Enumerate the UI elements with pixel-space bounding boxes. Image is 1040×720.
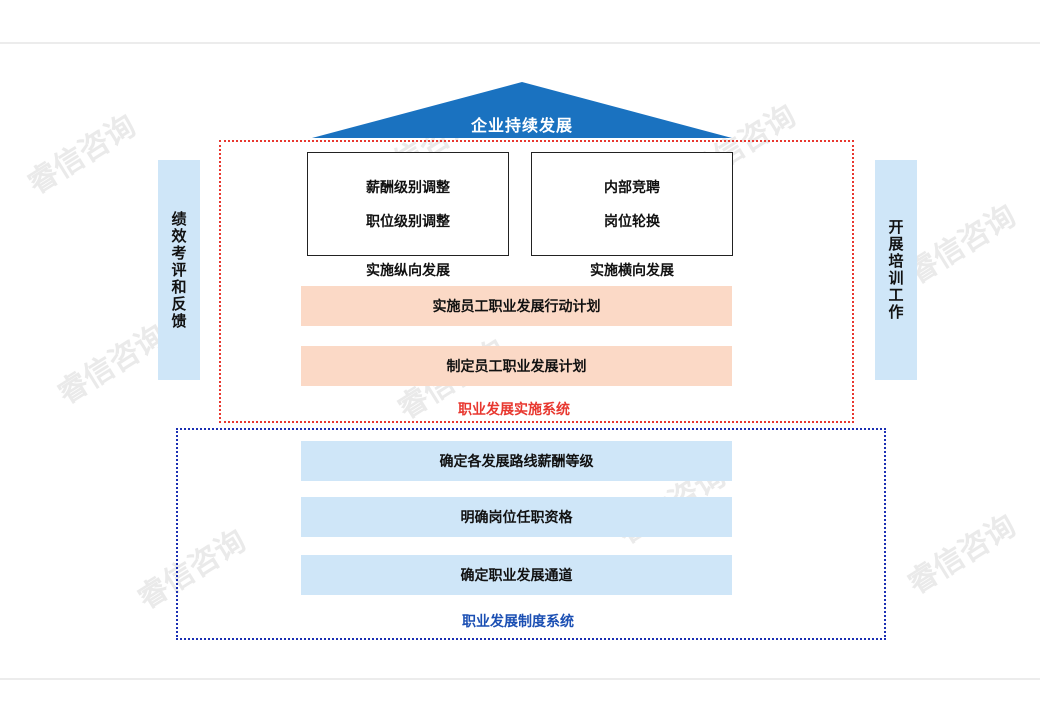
implementation-system-frame: [219, 140, 854, 423]
vertical-development-box: 薪酬级别调整 职位级别调整: [307, 152, 509, 256]
horizontal-development-caption: 实施横向发展: [590, 263, 674, 279]
career-channel-bar: 确定职业发展通道: [301, 555, 732, 595]
roof-shape: [312, 82, 732, 138]
horizontal-box-line2: 岗位轮换: [604, 214, 660, 230]
career-plan-bar: 制定员工职业发展计划: [301, 346, 732, 386]
salary-grade-bar: 确定各发展路线薪酬等级: [301, 441, 732, 481]
institution-system-frame: [176, 428, 886, 640]
watermark: 睿信咨询: [901, 508, 1023, 602]
action-plan-bar: 实施员工职业发展行动计划: [301, 286, 732, 326]
left-pillar-label: 绩效考评和反馈: [169, 210, 188, 330]
watermark: 睿信咨询: [21, 108, 143, 202]
roof-triangle: [312, 82, 732, 138]
horizontal-development-box: 内部竞聘 岗位轮换: [531, 152, 733, 256]
institution-system-label: 职业发展制度系统: [462, 614, 574, 630]
top-divider: [0, 42, 1040, 44]
watermark: 睿信咨询: [51, 318, 173, 412]
vertical-box-line1: 薪酬级别调整: [366, 180, 450, 196]
implementation-system-label: 职业发展实施系统: [458, 402, 570, 418]
vertical-box-line2: 职位级别调整: [366, 214, 450, 230]
left-pillar: 绩效考评和反馈: [158, 160, 200, 380]
right-pillar-label: 开展培训工作: [886, 219, 905, 321]
horizontal-box-line1: 内部竞聘: [604, 180, 660, 196]
qualification-bar: 明确岗位任职资格: [301, 497, 732, 537]
roof-label: 企业持续发展: [470, 116, 573, 135]
vertical-development-caption: 实施纵向发展: [366, 263, 450, 279]
bottom-divider: [0, 678, 1040, 680]
right-pillar: 开展培训工作: [875, 160, 917, 380]
